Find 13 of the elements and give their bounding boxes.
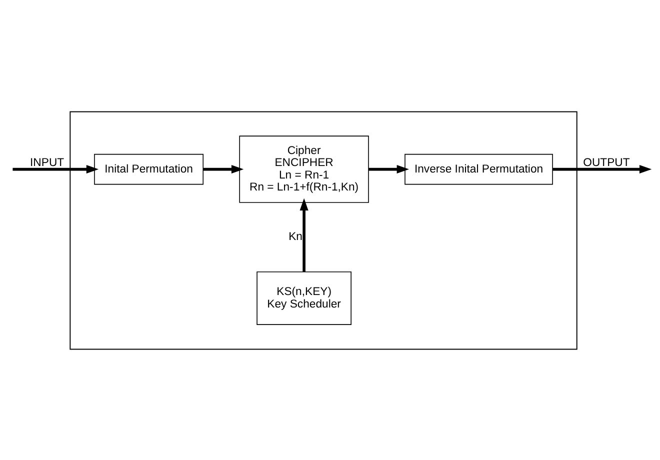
- arrow: [552, 164, 652, 174]
- edge-label: Kn: [288, 230, 302, 243]
- arrow: [12, 164, 99, 174]
- edge-label: OUTPUT: [583, 156, 630, 169]
- arrow: [203, 164, 244, 174]
- arrow: [300, 198, 308, 272]
- node-box: Cipher ENCIPHER Ln = Rn-1 Rn = Ln-1+f(Rn-1,Kn): [239, 135, 369, 202]
- node-box: Inital Permutation: [94, 153, 204, 184]
- cluster: [70, 110, 578, 350]
- edge-label: INPUT: [30, 156, 64, 169]
- arrow: [368, 164, 410, 174]
- node-box: KS(n,KEY) Key Scheduler: [256, 270, 352, 324]
- node-box: Inverse Inital Permutation: [404, 153, 553, 184]
